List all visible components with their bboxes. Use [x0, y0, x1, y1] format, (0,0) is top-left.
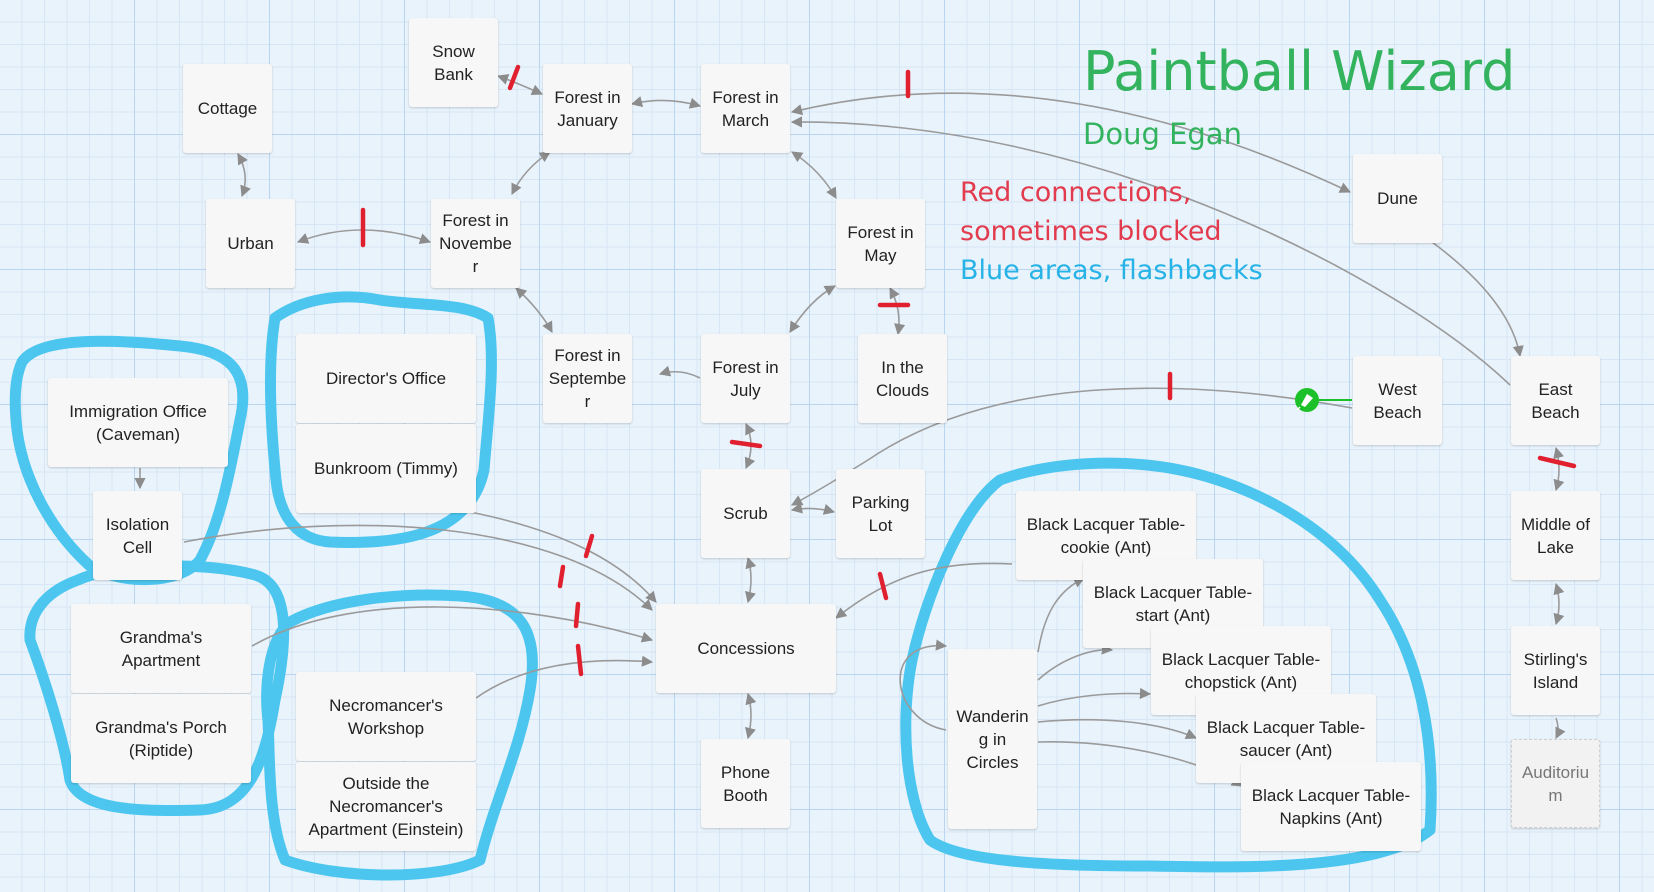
rocket-icon[interactable] — [1295, 388, 1319, 412]
connector-clouds-may — [889, 287, 906, 336]
connector-westbeach-scrub — [791, 387, 1353, 506]
connector-wandering-saucer — [1037, 718, 1198, 740]
connector-workshop-concessions — [475, 655, 654, 699]
connector-may-july — [789, 285, 836, 333]
legend-red-line-1: Red connections, — [960, 177, 1192, 208]
connector-isolation-concessions — [183, 524, 653, 611]
blocked-mark-snowbank — [507, 64, 521, 91]
story-author: Doug Egan — [1083, 117, 1242, 151]
flashback-area-necromancer — [261, 589, 538, 881]
blocked-mark-eastbeach — [1537, 455, 1577, 469]
flashback-area-director — [265, 291, 497, 548]
connector-wandering-chopstick — [1037, 687, 1152, 707]
flashback-area-grandma — [24, 560, 290, 817]
flashback-area-black-lacquer — [900, 457, 1437, 873]
connector-snowbank-january — [496, 74, 544, 96]
connector-dune-eastbeach — [1431, 241, 1524, 358]
node-scrub[interactable]: Scrub — [701, 469, 790, 558]
node-dune[interactable]: Dune — [1353, 154, 1442, 243]
node-directors-office[interactable]: Director's Office — [296, 334, 476, 423]
connector-bunkroom-concessions — [469, 511, 657, 603]
blocked-mark-isolation — [557, 564, 566, 589]
connector-stirling-auditorium — [1555, 717, 1566, 740]
connector-wandering-start — [1037, 643, 1114, 681]
node-cottage[interactable]: Cottage — [183, 64, 272, 153]
connector-grandma-concessions — [251, 606, 654, 647]
node-concessions[interactable]: Concessions — [656, 604, 836, 693]
blocked-mark-scrub — [729, 439, 763, 449]
connector-cottage-urban — [237, 153, 251, 198]
connector-november-september — [515, 287, 553, 333]
connector-january-march — [630, 96, 702, 109]
connector-eastbeach-lake — [1553, 446, 1565, 492]
connector-scrub-parking — [790, 502, 836, 515]
blocked-mark-bunkroom — [583, 533, 595, 559]
connector-wandering-loop — [899, 639, 948, 731]
legend-blue-line: Blue areas, flashbacks — [960, 255, 1263, 286]
node-bunkroom[interactable]: Bunkroom (Timmy) — [296, 424, 476, 513]
connector-eastbeach-march — [790, 116, 1511, 386]
connector-scrub-concessions — [745, 556, 757, 604]
connector-march-dune — [790, 92, 1352, 193]
connector-july-september — [658, 365, 701, 379]
connector-cookie-concessions — [835, 562, 1013, 619]
node-grandmas-porch[interactable]: Grandma's Porch(Riptide) — [71, 694, 251, 783]
blocked-mark-workshop — [575, 643, 584, 677]
node-urban[interactable]: Urban — [206, 199, 295, 288]
connector-march-may — [791, 151, 837, 199]
flashback-area-immigration — [9, 335, 249, 585]
node-immigration-office[interactable]: Immigration Office(Caveman) — [48, 378, 228, 467]
node-black-lacquer-napkins[interactable]: Black Lacquer Table-Napkins (Ant) — [1241, 762, 1421, 851]
story-title: Paintball Wizard — [1083, 40, 1516, 103]
legend-red-line-2: sometimes blocked — [960, 216, 1222, 247]
connector-november-january — [511, 151, 551, 196]
blocked-mark-cookie — [877, 571, 889, 601]
blocked-marks — [360, 64, 1577, 677]
connector-concessions-phone — [745, 692, 757, 740]
blocked-mark-grandma — [573, 601, 581, 629]
connector-lake-stirling — [1553, 582, 1565, 626]
connector-wandering-cookie — [1037, 577, 1086, 653]
